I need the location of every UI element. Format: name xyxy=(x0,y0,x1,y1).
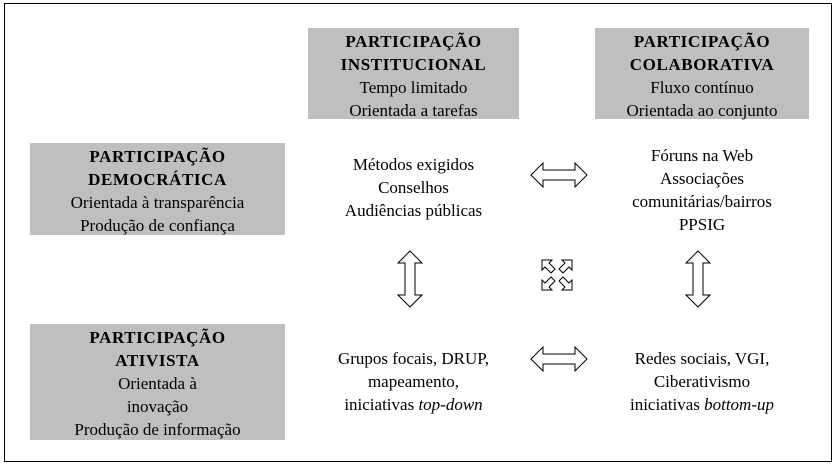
cell-institucional-ativista: Grupos focais, DRUP, mapeamento, iniciat… xyxy=(308,347,519,416)
header-democratica-title-1: PARTICIPAÇÃO xyxy=(89,147,226,166)
header-colaborativa-line-1: Fluxo contínuo xyxy=(650,78,754,97)
cell-tr-line-4: PPSIG xyxy=(678,215,726,234)
header-ativista-line-1: Orientada à xyxy=(118,374,197,393)
header-democratica-line-2: Produção de confiança xyxy=(80,216,235,235)
double-headed-horizontal-arrow-icon xyxy=(530,346,588,372)
header-colaborativa: PARTICIPAÇÃO COLABORATIVA Fluxo contínuo… xyxy=(595,28,809,120)
cell-br-line-3-plain: iniciativas xyxy=(629,395,705,414)
cell-tr-line-1: Fóruns na Web xyxy=(650,146,754,165)
header-democratica-title-2: DEMOCRÁTICA xyxy=(88,170,227,189)
cell-tl-line-1: Métodos exigidos xyxy=(352,155,475,174)
header-institucional-title-1: PARTICIPAÇÃO xyxy=(345,32,482,51)
double-headed-vertical-arrow-icon xyxy=(685,250,711,308)
double-headed-vertical-arrow-icon xyxy=(397,250,423,308)
header-democratica-line-1: Orientada à transparência xyxy=(70,193,245,212)
cell-institucional-democratica: Métodos exigidos Conselhos Audiências pú… xyxy=(318,153,509,222)
header-ativista-title-1: PARTICIPAÇÃO xyxy=(89,328,226,347)
cell-tl-line-2: Conselhos xyxy=(378,178,449,197)
cell-bl-line-3-plain: iniciativas xyxy=(344,395,419,414)
header-colaborativa-title-1: PARTICIPAÇÃO xyxy=(633,32,771,51)
header-democratica: PARTICIPAÇÃO DEMOCRÁTICA Orientada à tra… xyxy=(30,143,285,235)
cell-tr-line-3: comunitárias/bairros xyxy=(632,192,772,211)
header-colaborativa-title-2: COLABORATIVA xyxy=(629,55,775,74)
cell-bl-line-2: mapeamento, xyxy=(367,372,460,391)
cell-br-line-3-italic: bottom-up xyxy=(704,395,774,414)
cell-bl-line-1: Grupos focais, DRUP, xyxy=(337,349,490,368)
cell-tl-line-3: Audiências públicas xyxy=(344,201,483,220)
cell-br-line-2: Ciberativismo xyxy=(653,372,751,391)
header-ativista-line-3: Produção de informação xyxy=(74,420,241,439)
header-institucional: PARTICIPAÇÃO INSTITUCIONAL Tempo limitad… xyxy=(308,28,519,120)
cell-br-line-1: Redes sociais, VGI, xyxy=(634,349,770,368)
header-institucional-title-2: INSTITUCIONAL xyxy=(340,55,487,74)
header-ativista-title-2: ATIVISTA xyxy=(115,351,200,370)
four-way-diagonal-arrows-icon xyxy=(541,259,573,291)
cell-br-line-3: iniciativas bottom-up xyxy=(595,393,809,416)
header-institucional-line-2: Orientada a tarefas xyxy=(349,101,478,120)
header-ativista-line-2: inovação xyxy=(126,397,189,416)
diagram-frame xyxy=(4,3,832,462)
cell-colaborativa-ativista: Redes sociais, VGI, Ciberativismo inicia… xyxy=(595,347,809,416)
header-institucional-line-1: Tempo limitado xyxy=(359,78,468,97)
cell-tr-line-2: Associações xyxy=(659,169,745,188)
double-headed-horizontal-arrow-icon xyxy=(530,162,588,188)
cell-colaborativa-democratica: Fóruns na Web Associações comunitárias/b… xyxy=(595,144,809,236)
cell-bl-line-3: iniciativas top-down xyxy=(308,393,519,416)
header-ativista: PARTICIPAÇÃO ATIVISTA Orientada à inovaç… xyxy=(30,324,285,440)
header-colaborativa-line-2: Orientada ao conjunto xyxy=(626,101,778,120)
cell-bl-line-3-italic: top-down xyxy=(418,395,483,414)
